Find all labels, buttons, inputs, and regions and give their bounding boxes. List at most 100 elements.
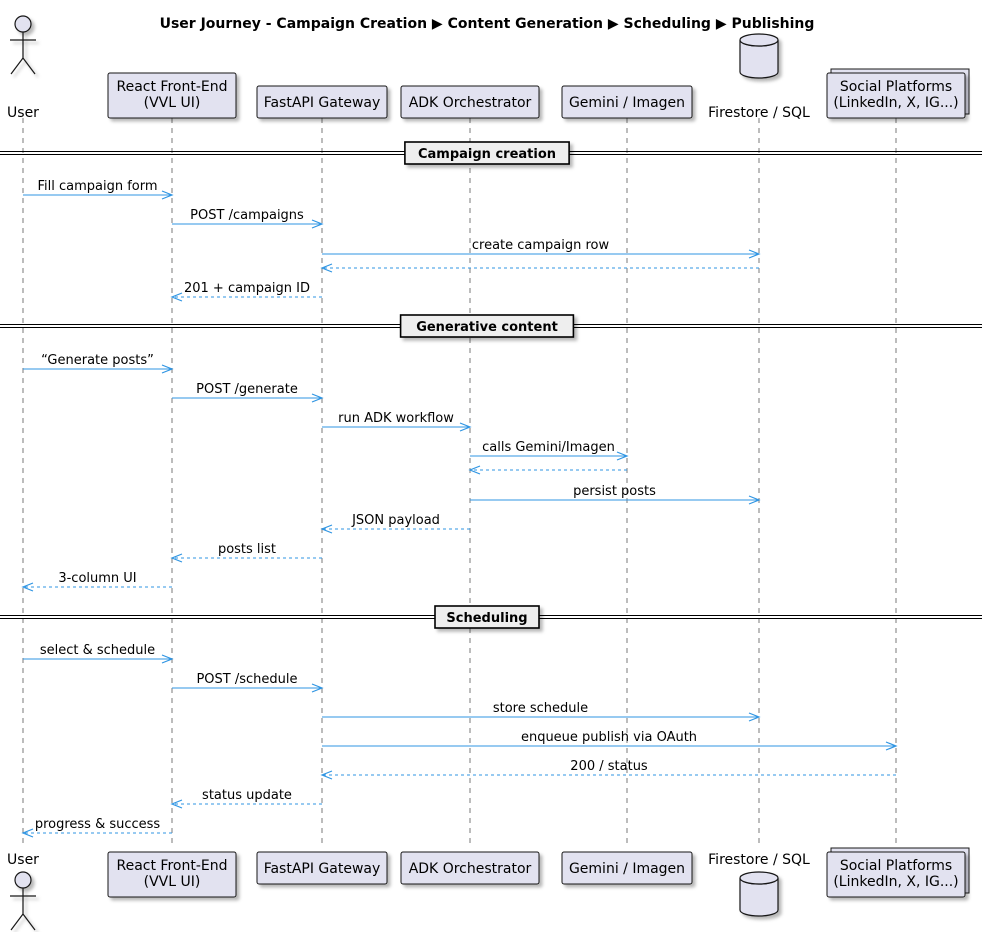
arrow-head — [320, 770, 333, 780]
section-title: Generative content — [416, 320, 558, 335]
message-label: run ADK workflow — [338, 411, 454, 426]
arrow-head — [748, 249, 761, 259]
arrow-head — [161, 654, 174, 664]
participant-social-bottom: Social Platforms(LinkedIn, X, IG...) — [826, 847, 970, 898]
arrow-head — [885, 741, 898, 751]
participant-box — [256, 851, 388, 885]
participant-fastapi-top: FastAPI Gateway — [256, 85, 388, 119]
message-label: posts list — [218, 542, 276, 557]
participant-store-top: Firestore / SQL — [708, 33, 810, 121]
arrow-head — [21, 828, 34, 838]
section-divider: Generative content — [0, 314, 982, 338]
message: persist posts — [470, 484, 761, 505]
message: store schedule — [322, 701, 761, 722]
participant-gemini-bottom: Gemini / Imagen — [561, 851, 693, 885]
participant-box — [256, 85, 388, 119]
message-label: 3-column UI — [58, 571, 136, 586]
diagram-title: User Journey - Campaign Creation ▶ Conte… — [160, 16, 815, 32]
participant-sublabel: (VVL UI) — [144, 95, 201, 111]
message: run ADK workflow — [322, 411, 472, 432]
actor-icon — [10, 15, 36, 75]
arrow-head — [170, 799, 183, 809]
participant-store-bottom: Firestore / SQL — [708, 852, 810, 917]
message: create campaign row — [322, 238, 761, 259]
database-icon — [739, 871, 779, 917]
arrow-head — [468, 465, 481, 475]
message-label: enqueue publish via OAuth — [521, 730, 697, 745]
message — [468, 465, 627, 475]
participant-label: Social Platforms — [840, 79, 952, 95]
arrow-head — [320, 263, 333, 273]
message: JSON payload — [320, 513, 470, 534]
participant-fastapi-bottom: FastAPI Gateway — [256, 851, 388, 885]
message-label: “Generate posts” — [41, 353, 154, 368]
arrow-head — [311, 393, 324, 403]
arrow-head — [311, 683, 324, 693]
participant-gemini-top: Gemini / Imagen — [561, 85, 693, 119]
database-icon — [739, 33, 779, 79]
arrow-head — [311, 219, 324, 229]
message: POST /schedule — [172, 672, 324, 693]
actor-icon — [10, 871, 36, 931]
participant-sublabel: (LinkedIn, X, IG...) — [833, 874, 958, 890]
participant-user-bottom: User — [7, 852, 39, 931]
participant-react-top: React Front-End(VVL UI) — [107, 72, 237, 119]
message-label: Fill campaign form — [37, 179, 157, 194]
message: “Generate posts” — [23, 353, 174, 374]
arrow-head — [170, 553, 183, 563]
arrow-head — [320, 524, 333, 534]
participant-react-bottom: React Front-End(VVL UI) — [107, 851, 237, 898]
participant-label: Firestore / SQL — [708, 105, 810, 121]
participant-box — [400, 851, 540, 885]
participant-label: ADK Orchestrator — [409, 861, 532, 877]
arrow-head — [459, 422, 472, 432]
section-divider: Scheduling — [0, 605, 982, 629]
arrow-head — [161, 190, 174, 200]
participant-label: FastAPI Gateway — [264, 95, 381, 111]
participant-label: Gemini / Imagen — [569, 861, 685, 877]
participant-label: React Front-End — [117, 858, 228, 874]
participant-social-top: Social Platforms(LinkedIn, X, IG...) — [826, 68, 970, 119]
participant-box — [826, 851, 966, 898]
message: POST /campaigns — [172, 208, 324, 229]
message: progress & success — [21, 817, 172, 838]
participant-box — [400, 85, 540, 119]
participant-adk-bottom: ADK Orchestrator — [400, 851, 540, 885]
message: 3-column UI — [21, 571, 172, 592]
participant-adk-top: ADK Orchestrator — [400, 85, 540, 119]
section-title: Scheduling — [446, 611, 527, 626]
participant-box — [561, 851, 693, 885]
participant-label: User — [7, 105, 39, 121]
message — [320, 263, 759, 273]
participant-label: ADK Orchestrator — [409, 95, 532, 111]
participant-label: Gemini / Imagen — [569, 95, 685, 111]
arrow-head — [748, 712, 761, 722]
arrow-head — [170, 292, 183, 302]
message: 200 / status — [320, 759, 896, 780]
participant-label: React Front-End — [117, 79, 228, 95]
message-label: select & schedule — [40, 643, 155, 658]
message-label: POST /campaigns — [190, 208, 304, 223]
message-label: calls Gemini/Imagen — [482, 440, 615, 455]
message: status update — [170, 788, 322, 809]
section-title: Campaign creation — [418, 147, 556, 162]
message-label: POST /generate — [196, 382, 298, 397]
message-label: store schedule — [493, 701, 588, 716]
message-label: JSON payload — [351, 513, 440, 528]
participant-sublabel: (LinkedIn, X, IG...) — [833, 95, 958, 111]
message: calls Gemini/Imagen — [470, 440, 629, 461]
arrow-head — [161, 364, 174, 374]
participant-label: Firestore / SQL — [708, 852, 810, 868]
participant-user-top: User — [7, 15, 39, 121]
message-label: persist posts — [573, 484, 656, 499]
message-label: create campaign row — [472, 238, 610, 253]
section-divider: Campaign creation — [0, 141, 982, 165]
participant-box — [107, 72, 237, 119]
participant-label: FastAPI Gateway — [264, 861, 381, 877]
message: 201 + campaign ID — [170, 281, 322, 302]
message-label: status update — [202, 788, 292, 803]
message: posts list — [170, 542, 322, 563]
participant-label: User — [7, 852, 39, 868]
message-label: POST /schedule — [196, 672, 297, 687]
